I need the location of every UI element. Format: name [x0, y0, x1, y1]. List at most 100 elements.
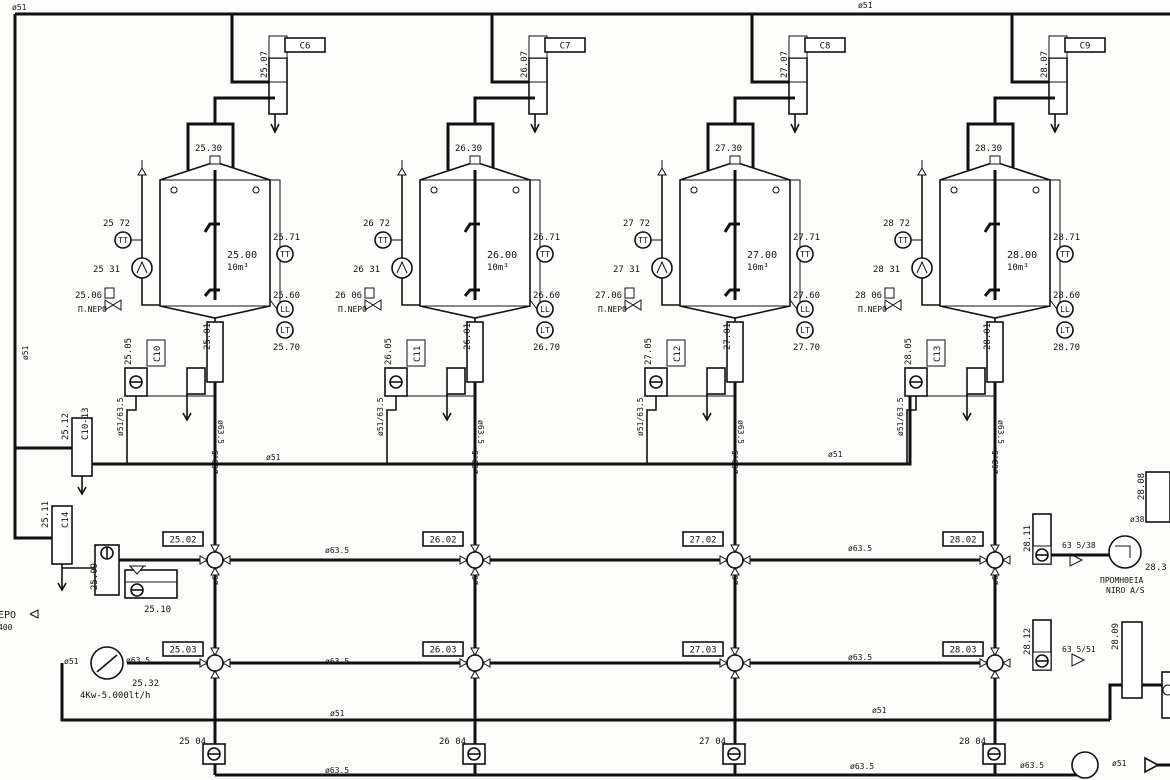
- return-pipe: [60, 663, 1110, 722]
- tank-28-water-valve-actuator: [884, 287, 895, 299]
- pipe-label-bottom-b: ø63.5: [850, 762, 874, 771]
- tank-28-node2-tag: 28.03: [949, 646, 976, 656]
- tank-27-ll-letters: LL: [800, 305, 810, 314]
- tank-28-node2: [986, 654, 1004, 672]
- flow-arrow: [530, 123, 540, 134]
- tank-27-tank-tag: 27.00: [747, 250, 777, 261]
- agitator-blade: [203, 222, 220, 233]
- tank-27-outlet-valve-body: [706, 367, 726, 395]
- pipe-label-vertical: ø63.5: [216, 420, 225, 444]
- node-port: [470, 647, 480, 657]
- v-28-12-tag: 28.12: [1023, 628, 1033, 655]
- cip-branch: [646, 396, 657, 464]
- pipe-label-top-left: ø51: [12, 3, 27, 12]
- tank-28-outlet-valve-body: [966, 367, 986, 395]
- pump-arrow: [656, 260, 668, 274]
- pipe-label-top-main: ø51: [858, 1, 873, 10]
- node-port: [199, 658, 209, 668]
- instrument-line: [1049, 299, 1058, 310]
- tank-27-valve-box: C8: [820, 42, 831, 52]
- tank-27-top-valve: [788, 57, 808, 115]
- tank-25-ll-tag: 25.60: [273, 291, 300, 301]
- water-inlet-label: ΝΕΡΟ: [0, 610, 16, 621]
- tank-25-tt-top-tag: 25 72: [103, 219, 130, 229]
- pipe-label-vertical-2: ø63.5: [991, 450, 1000, 474]
- pipe-label-pump-out: ø63.5: [126, 656, 150, 665]
- tank-28-water-valve: [884, 299, 894, 311]
- tank-28-pump-loop: [921, 192, 940, 306]
- node-port: [741, 658, 751, 668]
- tank-26-ll-letters: LL: [540, 305, 550, 314]
- spray-ball: [772, 186, 780, 194]
- node-port: [459, 658, 469, 668]
- pipe-label-line1: ø63.5: [325, 546, 349, 555]
- pipe-label-bottom: ø63.5: [325, 766, 349, 775]
- supply-title-2: NIRO A/S: [1106, 586, 1145, 595]
- node-port: [210, 544, 220, 554]
- tank-26-bottom-tag: 26 04: [439, 737, 466, 747]
- pipe-label-branch: ø51/63.5: [116, 397, 125, 436]
- v-25-12-tag: 25.12: [61, 413, 71, 440]
- tank-26-water-valve-tag: 26 06: [335, 291, 362, 301]
- pump-arrow: [96, 654, 118, 673]
- tank-28-node2-tag-box: [942, 641, 984, 657]
- flow-arrow: [790, 123, 800, 134]
- pipe-label-vertical: ø63.5: [996, 420, 1005, 444]
- spray-ball: [512, 186, 520, 194]
- v-25-09-tag: 25.09: [90, 563, 100, 590]
- supply-pump: [1108, 535, 1142, 569]
- node-port: [979, 555, 989, 565]
- node-port: [470, 566, 480, 576]
- tank-26-cip-actuator: [406, 339, 426, 367]
- spray-ball: [1032, 186, 1040, 194]
- tank-28-top-pipe: [1010, 14, 1055, 84]
- tank-27-pump-tag: 27 31: [613, 265, 640, 275]
- tank-27-manhole: [729, 155, 741, 165]
- node-port: [990, 669, 1000, 679]
- node-port: [990, 544, 1000, 554]
- node-port: [719, 555, 729, 565]
- flow-arrow: [77, 486, 87, 496]
- tank-25-valve-tag: 25.07: [260, 51, 270, 78]
- tank-28-tank-tag: 28.00: [1007, 250, 1037, 261]
- node-port: [1001, 658, 1011, 668]
- supply-arrow: [1069, 553, 1084, 567]
- tank-25-node1-tag: 25.02: [169, 536, 196, 546]
- tank-28-bottom-tag: 28 04: [959, 737, 986, 747]
- tank-25-water-valve-actuator: [104, 287, 115, 299]
- pipe-label-branch: ø51/63.5: [896, 397, 905, 436]
- tank-25-tank-tag: 25.00: [227, 250, 257, 261]
- flow-arrow: [57, 582, 67, 592]
- tank-27-cip-actuator: [666, 339, 686, 367]
- tank-28-node1: [986, 551, 1004, 569]
- pipe-label-vertical-2: ø63.5: [211, 450, 220, 474]
- pipe-label-line2-b: ø63.5: [848, 653, 872, 662]
- pipe-label-branch: ø51/63.5: [376, 397, 385, 436]
- tank-27-ll-tag: 27.60: [793, 291, 820, 301]
- supply-line-2: 63 5/51: [1062, 645, 1096, 654]
- pipe-label-vertical-2: ø63.5: [471, 450, 480, 474]
- tank-25-node1-tag-box: [162, 531, 204, 547]
- tank-27-node1: [726, 551, 744, 569]
- tank-27-tt-top-tag: 27 72: [623, 219, 650, 229]
- tank-27-tt-right-letters: TT: [800, 250, 810, 259]
- tank-27-valve-box-box: [804, 37, 846, 53]
- node-port: [990, 566, 1000, 576]
- tank-28-manhole: [989, 155, 1001, 165]
- tank-27-node2-tag: 27.03: [689, 646, 716, 656]
- node-port: [481, 555, 491, 565]
- tank-26-node2-tag-box: [422, 641, 464, 657]
- tank-25-water-label: Π.ΝΕΡΟ: [78, 305, 107, 314]
- tank-27-valve-tag: 27.07: [780, 51, 790, 78]
- node-port: [459, 555, 469, 565]
- spray-ball: [690, 186, 698, 194]
- tank-26-tt-left-letters: TT: [378, 236, 388, 245]
- tank-26-water-valve-actuator: [364, 287, 375, 299]
- tank-27-cip-box-tag: C12: [673, 346, 683, 362]
- valve-25-09: [94, 544, 120, 596]
- tank-26-outlet-valve-body: [446, 367, 466, 395]
- tank-26-lt: [536, 321, 554, 339]
- tank-26-pump-tag: 26 31: [353, 265, 380, 275]
- pipe-label-vertical: ø63.5: [476, 420, 485, 444]
